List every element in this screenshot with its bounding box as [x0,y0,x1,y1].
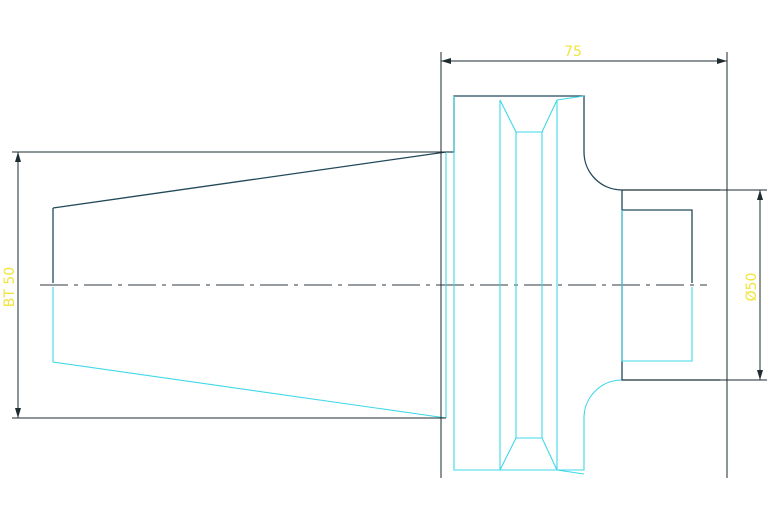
flange-upper-outline [446,95,720,191]
dimension-taper: BT 50 [2,151,446,419]
flange-cyan-outline [445,96,623,471]
taper-shank [52,151,447,419]
dimension-diameter: Ø50 [622,189,767,381]
dimension-length: 75 [440,44,728,478]
v-groove [499,99,558,471]
dimension-text-dia50: Ø50 [744,273,760,302]
flange-edge-chamfer [556,95,585,475]
flange-body [445,95,720,475]
dimension-text-75: 75 [564,44,582,60]
bore-outline-lower [621,210,693,362]
bore-outline-upper [622,209,693,283]
taper-upper-edge [52,151,447,283]
dimension-text-bt50: BT 50 [2,267,18,307]
taper-lower-edge [52,287,447,419]
